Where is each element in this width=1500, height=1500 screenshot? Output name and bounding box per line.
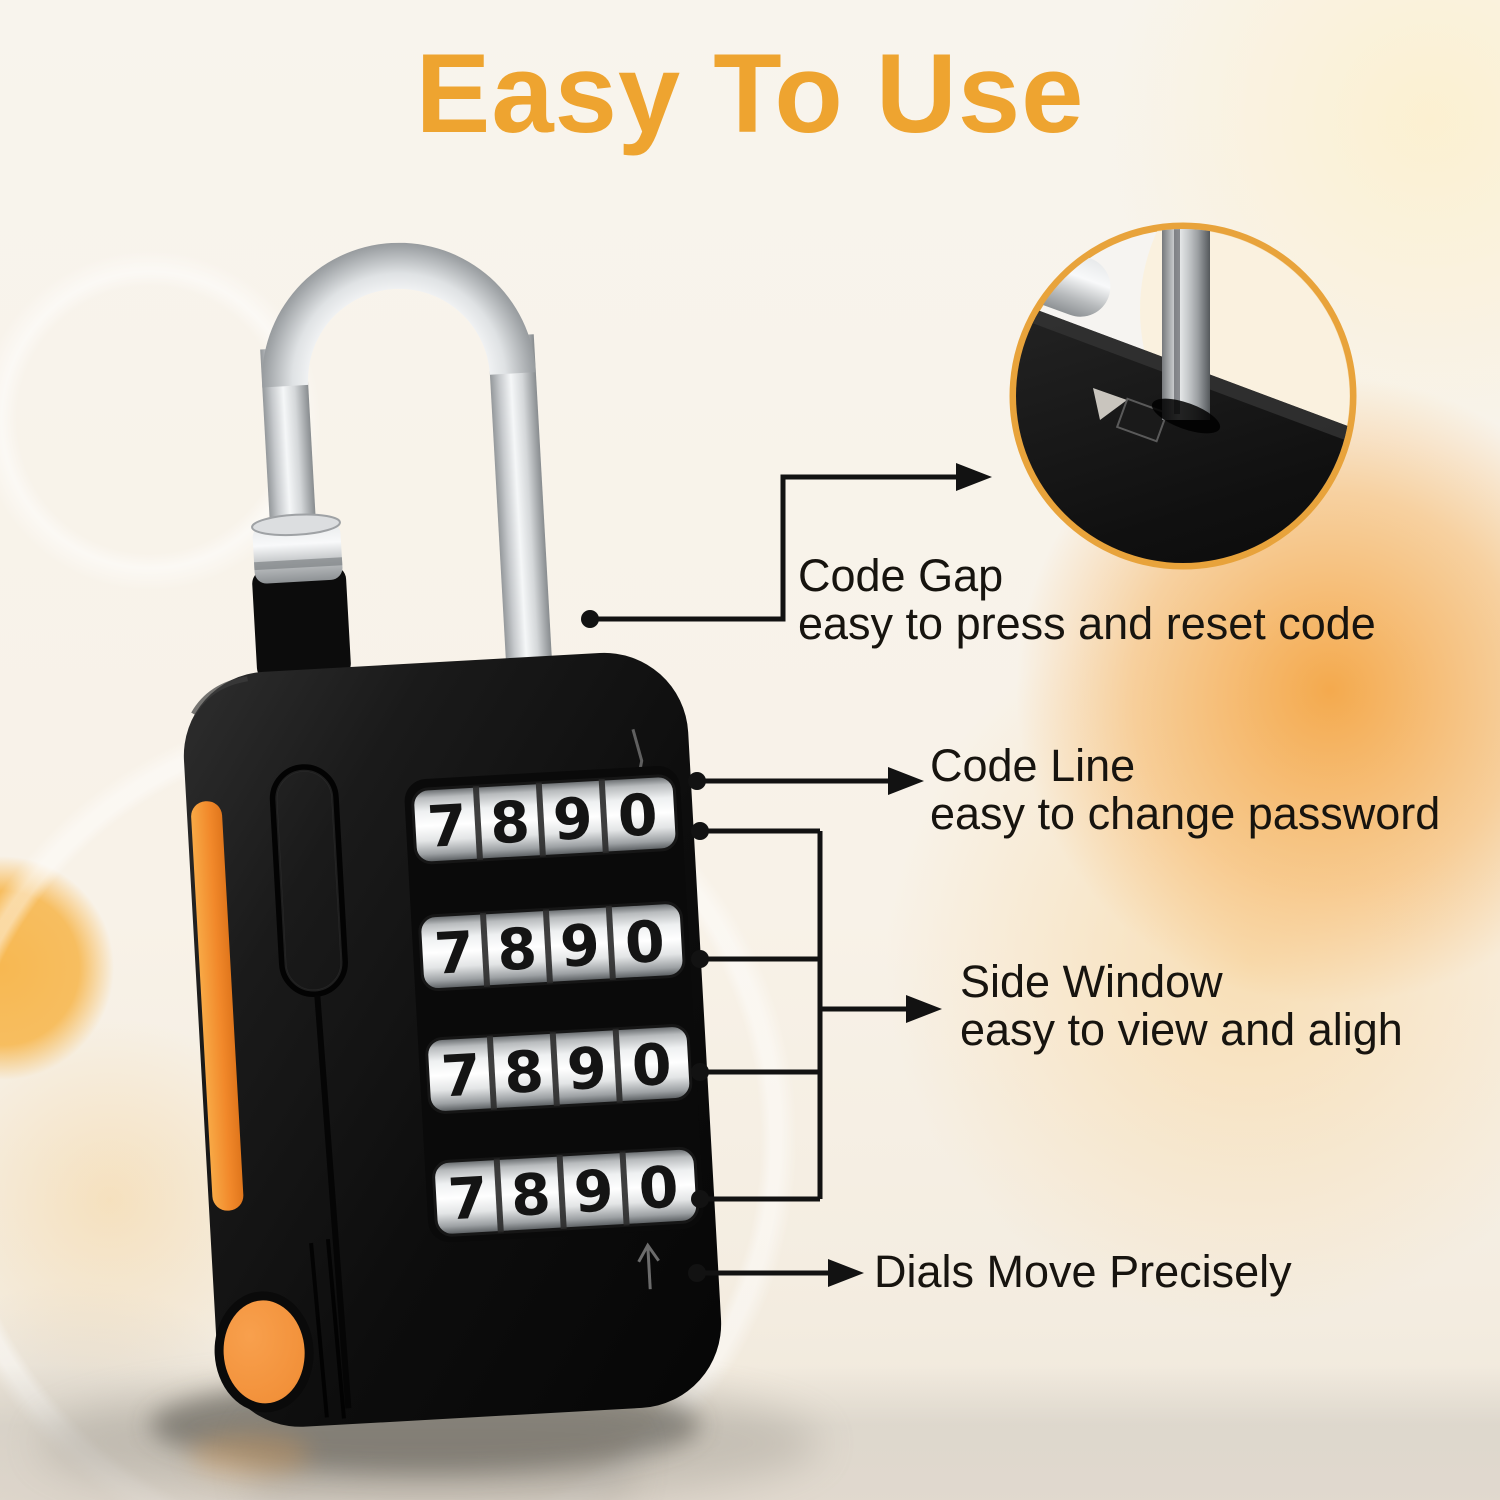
code-line-label: Code Line	[930, 740, 1136, 791]
dial-digit: 8	[488, 789, 531, 857]
orange-side-strip	[191, 801, 244, 1211]
page-title: Easy To Use	[415, 31, 1085, 156]
shackle-collar	[251, 513, 351, 682]
side-window-label: Side Window	[960, 956, 1223, 1007]
arrow-right-icon	[888, 767, 924, 795]
dial-digit: 7	[446, 1165, 489, 1233]
code-gap-connector	[581, 463, 992, 628]
code-gap-callout: Code Gap easy to press and reset code	[798, 550, 1376, 650]
code-line-connector	[688, 767, 924, 795]
dial-digit: 0	[623, 909, 666, 977]
dial-housing	[404, 765, 704, 1243]
arrow-right-icon	[828, 1259, 864, 1287]
dial-row: 7 8 9 0	[411, 774, 679, 865]
dials-label: Dials Move Precisely	[874, 1246, 1292, 1297]
padlock: 7 8 9 0 7 8 9 0 7 8 9 0	[183, 242, 722, 1427]
dials-connector	[688, 1259, 864, 1287]
dial-digit: 8	[502, 1039, 545, 1107]
engraved-arrow-mark	[637, 1242, 660, 1290]
orange-reset-button	[214, 1291, 314, 1413]
code-line-desc: easy to change password	[930, 788, 1441, 840]
dial-digit: 7	[439, 1042, 482, 1110]
dial-digit: 7	[425, 793, 468, 861]
dial-digit: 8	[509, 1162, 552, 1230]
dial-row: 7 8 9 0	[425, 1024, 693, 1114]
dial-digit: 9	[551, 786, 594, 854]
dial-digit: 8	[495, 916, 538, 984]
code-gap-label: Code Gap	[798, 550, 1004, 601]
dial-digit: 7	[433, 920, 476, 988]
dials-callout: Dials Move Precisely	[874, 1246, 1292, 1297]
arrow-right-icon	[906, 995, 942, 1023]
dial-digit: 9	[558, 913, 601, 981]
connectors	[581, 463, 992, 1287]
side-window-desc: easy to view and aligh	[960, 1004, 1403, 1056]
side-window-connector	[691, 822, 942, 1208]
arrow-right-icon	[956, 463, 992, 491]
dial-digit: 0	[616, 782, 659, 850]
code-line-callout: Code Line easy to change password	[930, 740, 1441, 840]
side-window-callout: Side Window easy to view and aligh	[960, 956, 1403, 1056]
inset-closeup	[1009, 222, 1357, 570]
code-gap-desc: easy to press and reset code	[798, 598, 1376, 650]
inset-shackle-rod	[1162, 229, 1210, 420]
dial-digit: 0	[630, 1032, 673, 1100]
dial-digit: 9	[572, 1158, 615, 1226]
dial-row: 7 8 9 0	[432, 1146, 700, 1237]
dial-row: 7 8 9 0	[418, 901, 686, 992]
dial-digit: 9	[565, 1035, 608, 1103]
dial-digit: 0	[637, 1155, 680, 1223]
